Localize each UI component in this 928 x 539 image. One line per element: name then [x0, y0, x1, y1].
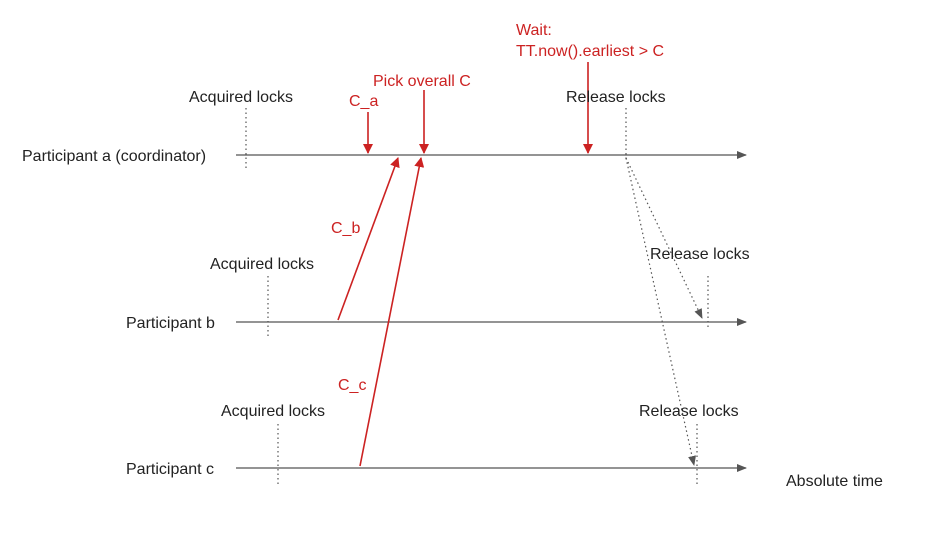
release-locks-c-label: Release locks — [639, 403, 739, 420]
c-a-label: C_a — [349, 93, 378, 110]
acquired-locks-c-label: Acquired locks — [221, 403, 325, 420]
release-message-to-c — [625, 157, 696, 466]
release-message-to-b — [625, 157, 703, 319]
wait-condition-label: TT.now().earliest > C — [516, 43, 664, 60]
pick-overall-c-label: Pick overall C — [373, 73, 471, 90]
participant-b-label: Participant b — [126, 315, 215, 332]
c-c-arrow — [359, 157, 425, 467]
release-locks-b-label: Release locks — [650, 246, 750, 263]
c-b-arrow — [337, 157, 400, 321]
wait-label: Wait: — [516, 22, 552, 39]
acquired-locks-a-label: Acquired locks — [189, 89, 293, 106]
absolute-time-label: Absolute time — [786, 473, 883, 490]
c-c-label: C_c — [338, 377, 366, 394]
participant-c-label: Participant c — [126, 461, 214, 478]
acquired-locks-b-label: Acquired locks — [210, 256, 314, 273]
c-b-label: C_b — [331, 220, 360, 237]
participant-a-label: Participant a (coordinator) — [22, 148, 206, 165]
release-locks-a-label: Release locks — [566, 89, 666, 106]
